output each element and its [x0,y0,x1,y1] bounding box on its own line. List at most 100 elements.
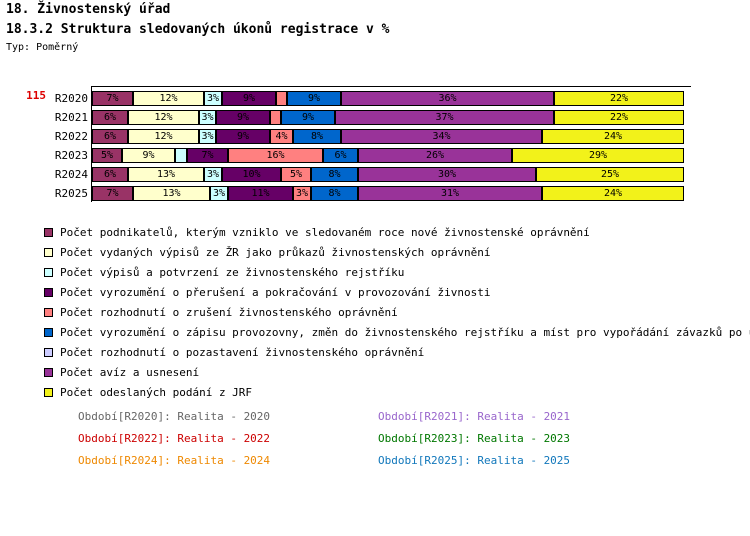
bar-segment: 13% [133,186,210,201]
legend-item: Počet vyrozumění o zápisu provozovny, zm… [44,324,750,344]
legend-swatch-icon [44,328,53,337]
bar-segment: 25% [536,167,684,182]
legend-item: Počet výpisů a potvrzení ze živnostenské… [44,264,750,284]
bar-row-label: R2020 [54,92,88,105]
bar-segment: 8% [293,129,341,144]
bar-track: 6%12%3%9%9%37%22% [92,110,684,125]
bar-segment: 3% [210,186,228,201]
legend-item: Počet avíz a usnesení [44,364,750,384]
bar-segment: 3% [204,91,222,106]
chart-top-axis [91,86,691,87]
bar-segment: 9% [122,148,175,163]
bar-segment: 7% [187,148,228,163]
legend-swatch-icon [44,228,53,237]
page-title: 18. Živnostenský úřad [6,2,171,17]
bar-segment: 9% [216,129,270,144]
legend-swatch-icon [44,348,53,357]
bar-segment: 13% [128,167,204,182]
legend-item-label: Počet vyrozumění o přerušení a pokračová… [60,286,491,299]
bar-segment: 8% [311,186,358,201]
bar-segment: 5% [92,148,122,163]
bar-segment: 22% [554,110,684,125]
period-legend-item: Období[R2020]: Realita - 2020 [78,410,271,423]
period-legend-item: Období[R2022]: Realita - 2022 [78,432,271,445]
bar-segment: 22% [554,91,684,106]
chart-left-axis [91,86,92,202]
legend-item: Počet podnikatelů, kterým vzniklo ve sle… [44,224,750,244]
chart-legend: Počet podnikatelů, kterým vzniklo ve sle… [44,224,750,404]
legend-swatch-icon [44,268,53,277]
bar-track: 6%13%3%10%5%8%30%25% [92,167,684,182]
legend-item-label: Počet vydaných výpisů ze ŽR jako průkazů… [60,246,491,259]
legend-swatch-icon [44,388,53,397]
bar-track: 7%12%3%9%9%36%22% [92,91,684,106]
bar-segment [175,148,187,163]
chart-bar-row: R2024 6%13%3%10%5%8%30%25% [0,167,750,182]
bar-track: 6%12%3%9%4%8%34%24% [92,129,684,144]
legend-item: Počet vydaných výpisů ze ŽR jako průkazů… [44,244,750,264]
bar-track: 5%9%7%16%6%26%29% [92,148,684,163]
bar-segment: 3% [204,167,222,182]
legend-item: Počet rozhodnutí o zrušení živnostenskéh… [44,304,750,324]
chart-type-label: Typ: Poměrný [6,42,79,53]
bar-segment: 5% [281,167,311,182]
bar-segment: 36% [341,91,554,106]
page-subtitle: 18.3.2 Struktura sledovaných úkonů regis… [6,22,390,37]
legend-swatch-icon [44,308,53,317]
legend-item-label: Počet odeslaných podání z JRF [60,386,253,399]
row-number: 115 [26,89,46,102]
bar-segment: 3% [199,110,216,125]
bar-segment: 12% [128,129,199,144]
bar-segment: 6% [92,167,128,182]
bar-segment: 3% [293,186,311,201]
bar-segment: 7% [92,91,133,106]
bar-row-label: R2022 [54,130,88,143]
bar-segment: 24% [542,129,684,144]
bar-segment: 9% [216,110,270,125]
legend-item-label: Počet rozhodnutí o pozastavení živnosten… [60,346,425,359]
legend-item: Počet vyrozumění o přerušení a pokračová… [44,284,750,304]
bar-track: 7%13%3%11%3%8%31%24% [92,186,684,201]
legend-item-label: Počet rozhodnutí o zrušení živnostenskéh… [60,306,398,319]
bar-segment: 6% [323,148,358,163]
legend-item-label: Počet podnikatelů, kterým vzniklo ve sle… [60,226,590,239]
bar-segment [276,91,287,106]
bar-segment: 24% [542,186,684,201]
bar-segment: 6% [92,110,128,125]
bar-segment: 26% [358,148,512,163]
bar-segment: 11% [228,186,293,201]
bar-row-label: R2023 [54,149,88,162]
legend-item: Počet odeslaných podání z JRF [44,384,750,404]
bar-segment: 9% [287,91,341,106]
legend-swatch-icon [44,368,53,377]
period-legend-item: Období[R2023]: Realita - 2023 [378,432,571,445]
period-legend-item: Období[R2025]: Realita - 2025 [378,454,571,467]
legend-item: Počet rozhodnutí o pozastavení živnosten… [44,344,750,364]
period-legend-item: Období[R2021]: Realita - 2021 [378,410,571,423]
legend-item-label: Počet avíz a usnesení [60,366,200,379]
bar-segment: 7% [92,186,133,201]
period-legend-item: Období[R2024]: Realita - 2024 [78,454,271,467]
bar-segment: 9% [222,91,276,106]
bar-segment: 30% [358,167,536,182]
legend-swatch-icon [44,288,53,297]
bar-segment: 34% [341,129,542,144]
bar-segment: 9% [281,110,335,125]
legend-item-label: Počet vyrozumění o zápisu provozovny, zm… [60,326,750,339]
bar-segment: 31% [358,186,542,201]
bar-segment: 4% [270,129,293,144]
bar-segment: 37% [335,110,554,125]
bar-segment [270,110,281,125]
bar-row-label: R2024 [54,168,88,181]
bar-row-label: R2025 [54,187,88,200]
bar-row-label: R2021 [54,111,88,124]
legend-item-label: Počet výpisů a potvrzení ze živnostenské… [60,266,405,279]
bar-segment: 12% [133,91,204,106]
